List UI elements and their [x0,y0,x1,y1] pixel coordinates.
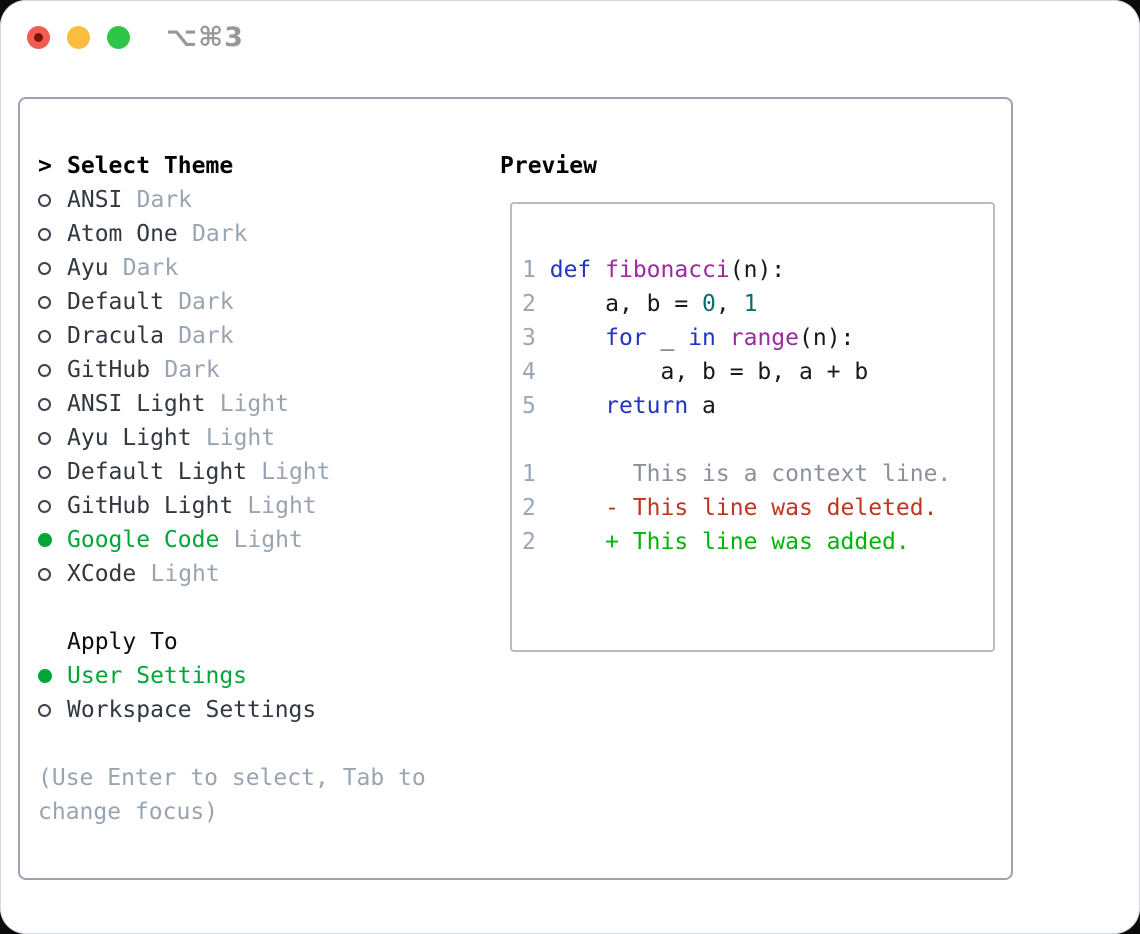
radio-icon [38,499,67,513]
theme-option-dracula-dark[interactable]: Dracula Dark [38,319,426,353]
code-content: def fibonacci(n): [549,257,786,283]
theme-list-header: > Select Theme [38,149,426,183]
radio-icon [38,295,67,309]
code-content: return a [605,393,716,419]
diff-content: + This line was added. [605,529,910,555]
theme-option-github-dark[interactable]: GitHub Dark [38,353,426,387]
line-number: 2 [522,495,536,521]
theme-name: Atom One [67,221,178,247]
theme-name: Google Code [67,527,220,553]
theme-name: Ayu [67,255,109,281]
line-number: 2 [522,529,536,555]
theme-option-ansi-dark[interactable]: ANSI Dark [38,183,426,217]
code-line: 4 a, b = b, a + b [522,355,993,389]
theme-name: Dracula [67,323,164,349]
line-number: 4 [522,359,536,385]
diff-content: - This line was deleted. [605,495,938,521]
theme-option-xcode-light[interactable]: XCode Light [38,557,426,591]
help-text-line1: (Use Enter to select, Tab to [38,765,426,791]
theme-variant: Light [219,391,289,417]
theme-variant: Light [205,425,276,451]
theme-variant: Dark [164,357,220,383]
radio-icon [38,703,67,717]
line-number: 2 [522,291,536,317]
theme-option-atom-one-dark[interactable]: Atom One Dark [38,217,426,251]
help-text: (Use Enter to select, Tab to change focu… [38,761,426,829]
theme-variant: Light [247,493,317,519]
radio-icon [38,397,67,411]
theme-name: ANSI Light [67,391,206,417]
apply-option-user-settings[interactable]: User Settings [38,659,426,693]
line-number: 1 [522,461,536,487]
line-number: 5 [522,393,536,419]
theme-option-ayu-light[interactable]: Ayu Light Light [38,421,426,455]
theme-variant: Dark [192,221,248,247]
theme-list-title: Select Theme [67,153,234,179]
theme-name: ANSI [67,187,123,213]
code-line: 2 a, b = 0, 1 [522,287,993,321]
prompt-caret-icon: > [38,153,52,179]
close-button[interactable] [27,26,50,49]
apply-option-workspace-settings[interactable]: Workspace Settings [38,693,426,727]
diff-content: This is a context line. [535,461,952,487]
diff-deleted-line: 2 - This line was deleted. [522,491,993,525]
theme-name: GitHub Light [67,493,234,519]
theme-variant: Light [233,527,303,553]
spacer [38,591,426,625]
window-shortcut-label: ⌥⌘3 [166,22,244,53]
theme-option-default-dark[interactable]: Default Dark [38,285,426,319]
radio-selected-icon [38,669,67,683]
radio-icon [38,431,67,445]
code-content: a, b = 0, 1 [535,291,758,317]
line-number: 3 [522,325,536,351]
minimize-button[interactable] [67,26,90,49]
blank-line [522,423,993,457]
radio-icon [38,261,67,275]
code-content: a, b = b, a + b [535,359,869,385]
theme-name: Default Light [67,459,248,485]
theme-option-ayu-dark[interactable]: Ayu Dark [38,251,426,285]
radio-icon [38,363,67,377]
radio-icon [38,227,67,241]
apply-option-label: Workspace Settings [67,697,317,723]
theme-name: XCode [67,561,137,587]
theme-variant: Dark [136,187,193,213]
zoom-button[interactable] [107,26,130,49]
code-line: 1 def fibonacci(n): [522,253,993,287]
theme-variant: Dark [122,255,179,281]
theme-variant: Dark [178,323,234,349]
radio-icon [38,329,67,343]
theme-name: Ayu Light [67,425,192,451]
theme-variant: Dark [178,289,234,315]
preview-title: Preview [500,153,597,179]
code-content: for _ in range(n): [605,325,855,351]
line-number: 1 [522,257,536,283]
theme-name: GitHub [67,357,151,383]
theme-variant: Light [261,459,331,485]
code-line: 3 for _ in range(n): [522,321,993,355]
apply-to-title: Apply To [67,629,178,655]
help-text-line2: change focus) [38,799,219,825]
spacer [38,727,426,761]
apply-option-label: User Settings [67,663,248,689]
radio-selected-icon [38,533,67,547]
theme-variant: Light [150,561,220,587]
theme-option-google-code-light[interactable]: Google Code Light [38,523,426,557]
radio-icon [38,193,67,207]
theme-name: Default [67,289,164,315]
theme-option-default-light[interactable]: Default Light Light [38,455,426,489]
code-line: 5 return a [522,389,993,423]
theme-option-github-light[interactable]: GitHub Light Light [38,489,426,523]
radio-icon [38,465,67,479]
apply-to-header: Apply To [38,625,426,659]
diff-context-line: 1 This is a context line. [522,457,993,491]
preview-box: 1 def fibonacci(n): 2 a, b = 0, 1 3 for … [510,202,995,652]
theme-option-ansi-light[interactable]: ANSI Light Light [38,387,426,421]
diff-added-line: 2 + This line was added. [522,525,993,559]
radio-icon [38,567,67,581]
